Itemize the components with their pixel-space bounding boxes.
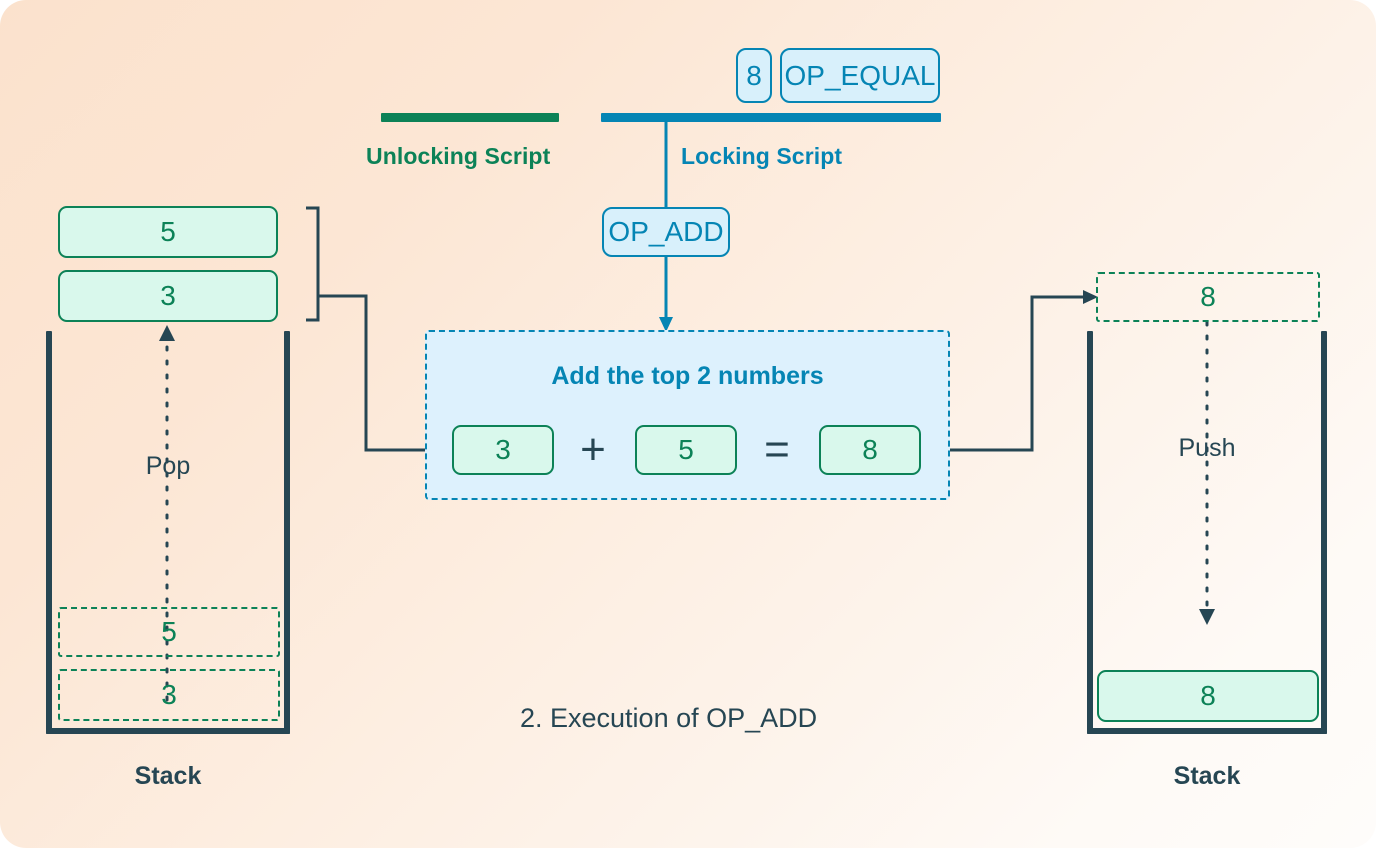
locking-script-label: Locking Script (681, 143, 843, 169)
op-chip-op-equal[interactable]: OP_EQUAL (780, 48, 940, 103)
pop-bracket (306, 206, 320, 322)
op-chip-op-add[interactable]: OP_ADD (602, 207, 730, 257)
left-stack-floor (46, 728, 290, 734)
pop-to-panel-connector (318, 294, 428, 452)
right-stack-incoming-item-8: 8 (1096, 272, 1320, 322)
left-stack-ghost-item-3: 3 (58, 669, 280, 721)
op-chip-8[interactable]: 8 (736, 48, 772, 103)
unlocking-script-bar (381, 113, 559, 122)
plus-symbol: + (580, 425, 606, 474)
operation-panel-title: Add the top 2 numbers (551, 362, 824, 390)
left-stack-pop-label: Pop (145, 452, 191, 480)
right-stack-pushed-item-8[interactable]: 8 (1097, 670, 1319, 722)
pop-arrowhead (159, 325, 175, 341)
right-stack-wall-left (1087, 331, 1093, 734)
push-arrowhead (1199, 609, 1215, 625)
result-to-right-stack-connector (950, 295, 1088, 452)
operation-result-box: 8 (819, 425, 921, 475)
left-stack-popped-item-3[interactable]: 3 (58, 270, 278, 322)
locking-script-bar (601, 113, 941, 122)
right-stack-wall-right (1321, 331, 1327, 734)
operand-a-box: 3 (452, 425, 554, 475)
left-stack-popped-item-5[interactable]: 5 (58, 206, 278, 258)
right-stack-push-label: Push (1178, 434, 1236, 462)
figure-caption: 2. Execution of OP_ADD (520, 703, 818, 733)
right-stack-caption: Stack (1173, 762, 1241, 790)
left-stack-wall-left (46, 331, 52, 734)
equals-symbol: = (764, 425, 790, 474)
left-stack-caption: Stack (134, 762, 202, 790)
operand-b-box: 5 (635, 425, 737, 475)
right-stack-floor (1087, 728, 1327, 734)
unlocking-script-label: Unlocking Script (366, 143, 551, 169)
left-stack-ghost-item-5: 5 (58, 607, 280, 657)
left-stack-wall-right (284, 331, 290, 734)
